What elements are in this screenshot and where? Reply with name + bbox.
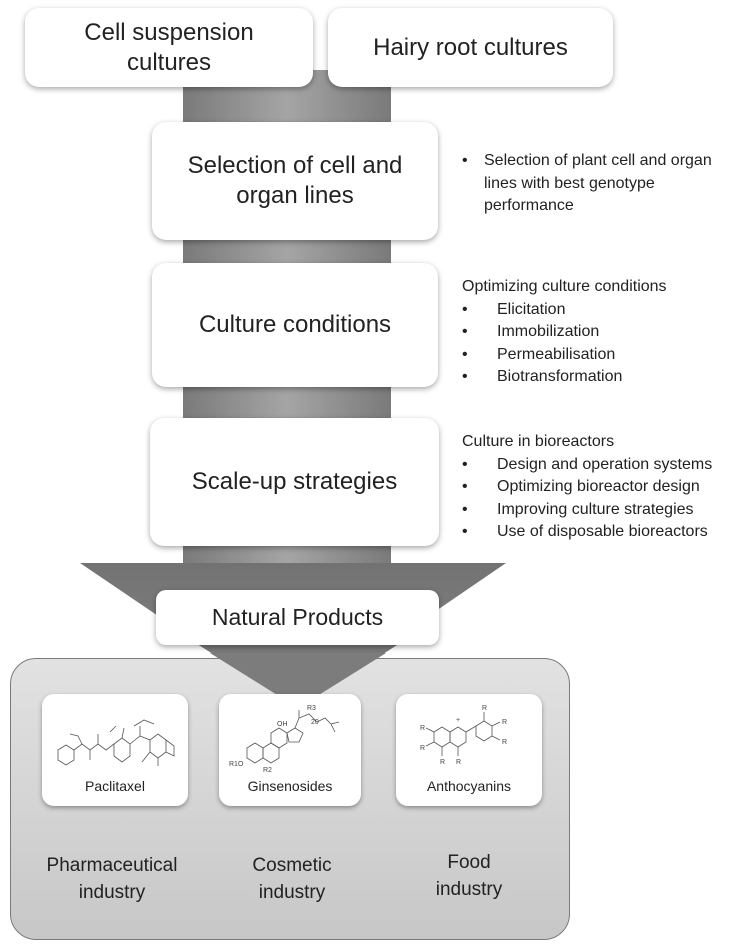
scale-up-note-text: Improving culture strategies: [497, 500, 694, 518]
culture-notes: Optimizing culture conditions • Elicitati…: [462, 276, 667, 389]
paclitaxel-structure-icon: [57, 719, 175, 766]
pharmaceutical-industry-label: Pharmaceutical industry: [46, 855, 178, 903]
selection-box: Selection of cell and organ lines: [152, 122, 438, 240]
ginsenoside-r3-label: R3: [307, 705, 316, 712]
scale-up-notes-heading: Culture in bioreactors: [462, 433, 615, 450]
bullet: •: [462, 300, 468, 318]
anthocyanin-r-label: R: [482, 705, 487, 712]
culture-note-text: Permeabilisation: [497, 345, 616, 363]
culture-conditions-box: Culture conditions: [152, 263, 438, 387]
scale-up-note-item: • Improving culture strategies: [462, 499, 712, 522]
bullet: •: [462, 523, 468, 540]
natural-products-label: Natural Products: [211, 604, 384, 631]
culture-note-text: Biotransformation: [497, 368, 623, 385]
anthocyanin-r-label: R: [440, 759, 445, 766]
anthocyanins-card: + R R R R R R R Anthocyanins: [396, 694, 542, 806]
bullet: •: [462, 345, 468, 363]
paclitaxel-card: Paclitaxel: [42, 694, 188, 806]
scale-up-box: Scale-up strategies: [150, 418, 439, 546]
ginsenoside-structure-icon: OH R3 20 R1O R2: [229, 705, 340, 774]
ginsenosides-card: OH R3 20 R1O R2 Ginsenosides: [219, 694, 361, 806]
bullet: •: [462, 455, 468, 473]
bullet: •: [462, 323, 468, 340]
anthocyanin-structure-icon: + R R R R R R R: [420, 705, 507, 766]
scale-up-note-item: • Design and operation systems: [462, 454, 712, 477]
culture-note-text: Immobilization: [497, 323, 600, 340]
hairy-root-box: Hairy root cultures: [328, 8, 613, 87]
scale-up-note-text: Design and operation systems: [497, 455, 713, 473]
ginsenosides-label: Ginsenosides: [247, 778, 333, 794]
ginsenoside-oh-label: OH: [277, 721, 288, 728]
ginsenoside-r2-label: R2: [263, 767, 272, 774]
bullet: •: [462, 500, 468, 518]
ginsenoside-r1o-label: R1O: [229, 761, 244, 768]
bullet: •: [462, 152, 468, 169]
natural-products-box: Natural Products: [156, 590, 439, 645]
culture-note-item: • Biotransformation: [462, 366, 667, 389]
bullet: •: [462, 368, 468, 385]
anthocyanin-r-label: R: [456, 759, 461, 766]
scale-up-note-text: Use of disposable bioreactors: [497, 523, 708, 540]
selection-notes: • Selection of plant cell and organ line…: [462, 150, 724, 218]
scale-up-note-item: • Optimizing bioreactor design: [462, 476, 712, 499]
ginsenoside-20-label: 20: [311, 719, 319, 726]
anthocyanins-label: Anthocyanins: [426, 778, 512, 794]
scale-up-notes: Culture in bioreactors • Design and opera…: [462, 431, 712, 544]
selection-note-item: • Selection of plant cell and organ line…: [462, 150, 724, 218]
culture-note-text: Elicitation: [497, 300, 566, 318]
cell-suspension-box: Cell suspension cultures: [25, 8, 313, 87]
bullet: •: [462, 478, 468, 495]
scale-up-note-text: Optimizing bioreactor design: [497, 478, 700, 495]
culture-note-item: • Elicitation: [462, 299, 667, 322]
cell-suspension-label: Cell suspension cultures: [84, 18, 254, 76]
anthocyanin-r-label: R: [420, 725, 425, 732]
cosmetic-industry-label: Cosmetic industry: [252, 855, 332, 903]
culture-notes-heading: Optimizing culture conditions: [462, 278, 667, 295]
culture-note-item: • Permeabilisation: [462, 344, 667, 367]
paclitaxel-label: Paclitaxel: [85, 778, 145, 794]
scale-up-note-item: • Use of disposable bioreactors: [462, 521, 712, 544]
anthocyanin-plus-label: +: [456, 717, 460, 724]
culture-note-item: • Immobilization: [462, 321, 667, 344]
anthocyanin-r-label: R: [502, 739, 507, 746]
food-industry-label: Food industry: [435, 852, 503, 900]
scale-up-label: Scale-up strategies: [191, 468, 398, 495]
anthocyanin-r-label: R: [502, 719, 507, 726]
selection-label: Selection of cell and organ lines: [187, 152, 403, 209]
anthocyanin-r-label: R: [420, 745, 425, 752]
culture-conditions-label: Culture conditions: [198, 311, 392, 338]
selection-note-text: Selection of plant cell and organ lines …: [484, 152, 712, 214]
hairy-root-label: Hairy root cultures: [373, 33, 568, 61]
inner-arrow-tip-shape: [210, 653, 386, 708]
